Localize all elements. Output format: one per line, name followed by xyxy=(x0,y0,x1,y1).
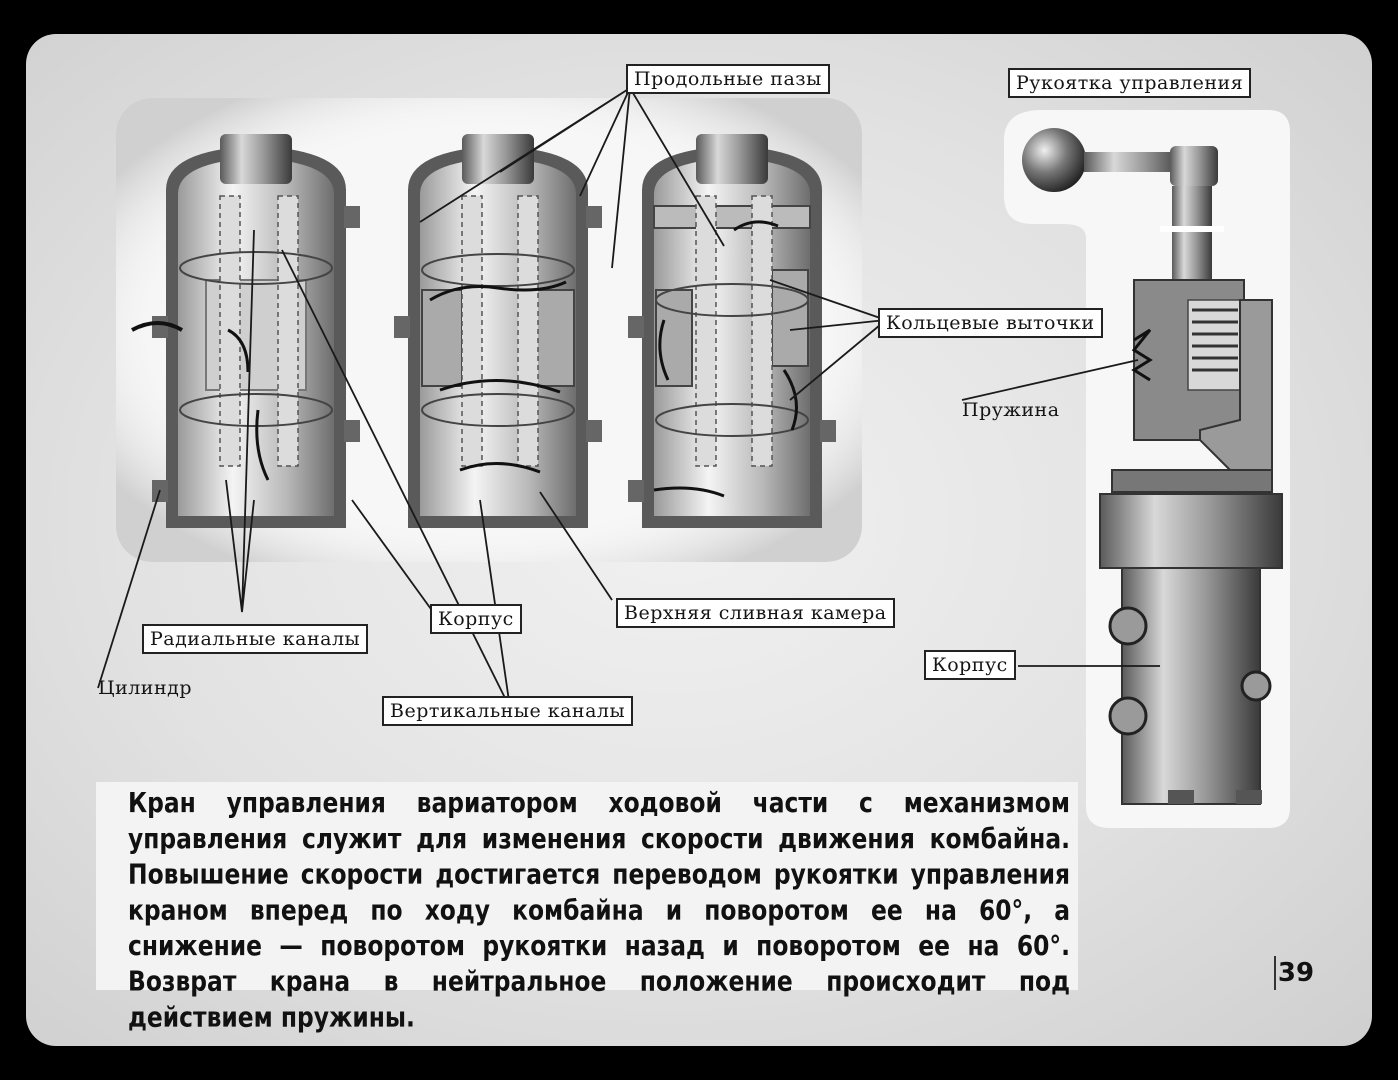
caption-area: Кран управления вариатором ходовой части… xyxy=(96,782,1078,1034)
label-annular-grooves: Кольцевые выточки xyxy=(878,308,1103,338)
page-number: 39 xyxy=(1274,956,1316,990)
valve-increase xyxy=(394,134,602,528)
label-radial-channels: Радиальные каналы xyxy=(142,624,369,654)
label-body-right: Корпус xyxy=(924,650,1016,680)
label-vertical-channels: Вертикальные каналы xyxy=(382,696,634,726)
valve-decrease xyxy=(628,134,836,528)
label-spring: Пружина xyxy=(962,399,1060,421)
handle-knob xyxy=(1022,128,1086,192)
label-control-handle: Рукоятка управления xyxy=(1008,68,1252,98)
control-assembly xyxy=(1022,128,1283,805)
label-cylinder: Цилиндр xyxy=(98,677,192,699)
valve-neutral xyxy=(131,134,360,528)
caption-text: Кран управления вариатором ходовой части… xyxy=(128,788,1070,1034)
label-body-left: Корпус xyxy=(430,604,522,634)
valve-cutaways xyxy=(131,134,836,528)
label-upper-drain-chamber: Верхняя сливная камера xyxy=(616,598,895,628)
label-longitudinal-grooves: Продольные пазы xyxy=(626,64,830,94)
